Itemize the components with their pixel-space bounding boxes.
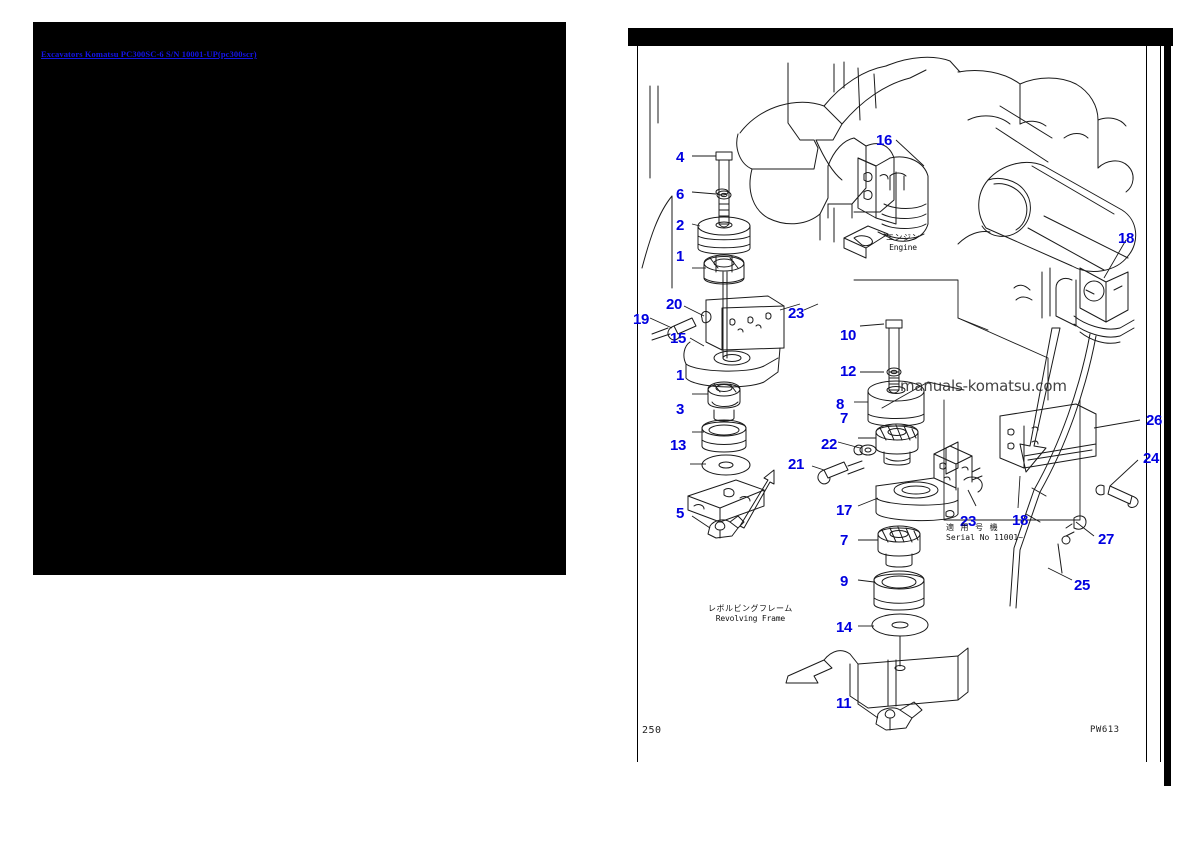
callout-number: 1 xyxy=(676,248,685,265)
page-top-black-bar xyxy=(628,28,1173,46)
callout-number: 12 xyxy=(840,363,857,380)
label-engine-jp: エンジン xyxy=(886,233,920,242)
document-preview-panel: Excavators Komatsu PC300SC-6 S/N 10001-U… xyxy=(33,22,566,575)
callout-number: 1 xyxy=(676,367,685,384)
serial-note-en: Serial No 11001~ xyxy=(946,533,1024,542)
serial-number-note: 適 用 号 機 Serial No 11001~ xyxy=(946,523,1023,543)
callout-number: 23 xyxy=(960,513,977,530)
callout-number: 19 xyxy=(633,311,650,328)
callout-number: 22 xyxy=(821,436,838,453)
callout-number: 10 xyxy=(840,327,857,344)
label-revolving-frame: レボルビングフレーム Revolving Frame xyxy=(708,604,793,624)
callout-number: 9 xyxy=(840,573,849,590)
callout-number: 21 xyxy=(788,456,805,473)
callout-number: 26 xyxy=(1146,412,1163,429)
callout-number: 11 xyxy=(836,695,852,712)
exploded-parts-lineart xyxy=(641,56,1141,731)
callout-number: 15 xyxy=(670,330,687,347)
callout-number: 2 xyxy=(676,217,685,234)
callout-number: 13 xyxy=(670,437,687,454)
callout-number: 23 xyxy=(788,305,805,322)
catalog-title-link[interactable]: Excavators Komatsu PC300SC-6 S/N 10001-U… xyxy=(41,49,257,59)
callout-number: 7 xyxy=(840,410,849,427)
label-revolving-frame-jp: レボルビングフレーム xyxy=(708,604,793,613)
callout-number: 18 xyxy=(1012,512,1029,529)
callout-number: 25 xyxy=(1074,577,1091,594)
page-right-black-edge xyxy=(1164,46,1171,786)
label-engine: エンジン Engine xyxy=(886,233,920,253)
callout-number: 6 xyxy=(676,186,685,203)
callout-number: 16 xyxy=(876,132,893,149)
callout-number: 14 xyxy=(836,619,853,636)
callout-number: 18 xyxy=(1118,230,1135,247)
callout-number: 8 xyxy=(836,396,845,413)
page-number: 250 xyxy=(642,725,662,736)
label-revolving-frame-en: Revolving Frame xyxy=(715,614,785,623)
site-watermark: manuals-komatsu.com xyxy=(900,377,1067,395)
callout-number: 5 xyxy=(676,505,685,522)
callout-number: 4 xyxy=(676,149,685,166)
callout-number: 3 xyxy=(676,401,685,418)
diagram-frame-border xyxy=(637,46,1161,762)
serial-note-jp: 適 用 号 機 xyxy=(946,523,1000,532)
callout-number: 27 xyxy=(1098,531,1115,548)
label-engine-en: Engine xyxy=(889,243,917,252)
callout-number: 7 xyxy=(840,532,849,549)
callout-number: 24 xyxy=(1143,450,1160,467)
diagram-frame-inner-rule xyxy=(1146,46,1148,762)
callout-number: 20 xyxy=(666,296,683,313)
callout-number: 17 xyxy=(836,502,853,519)
form-code: PW613 xyxy=(1090,725,1120,735)
